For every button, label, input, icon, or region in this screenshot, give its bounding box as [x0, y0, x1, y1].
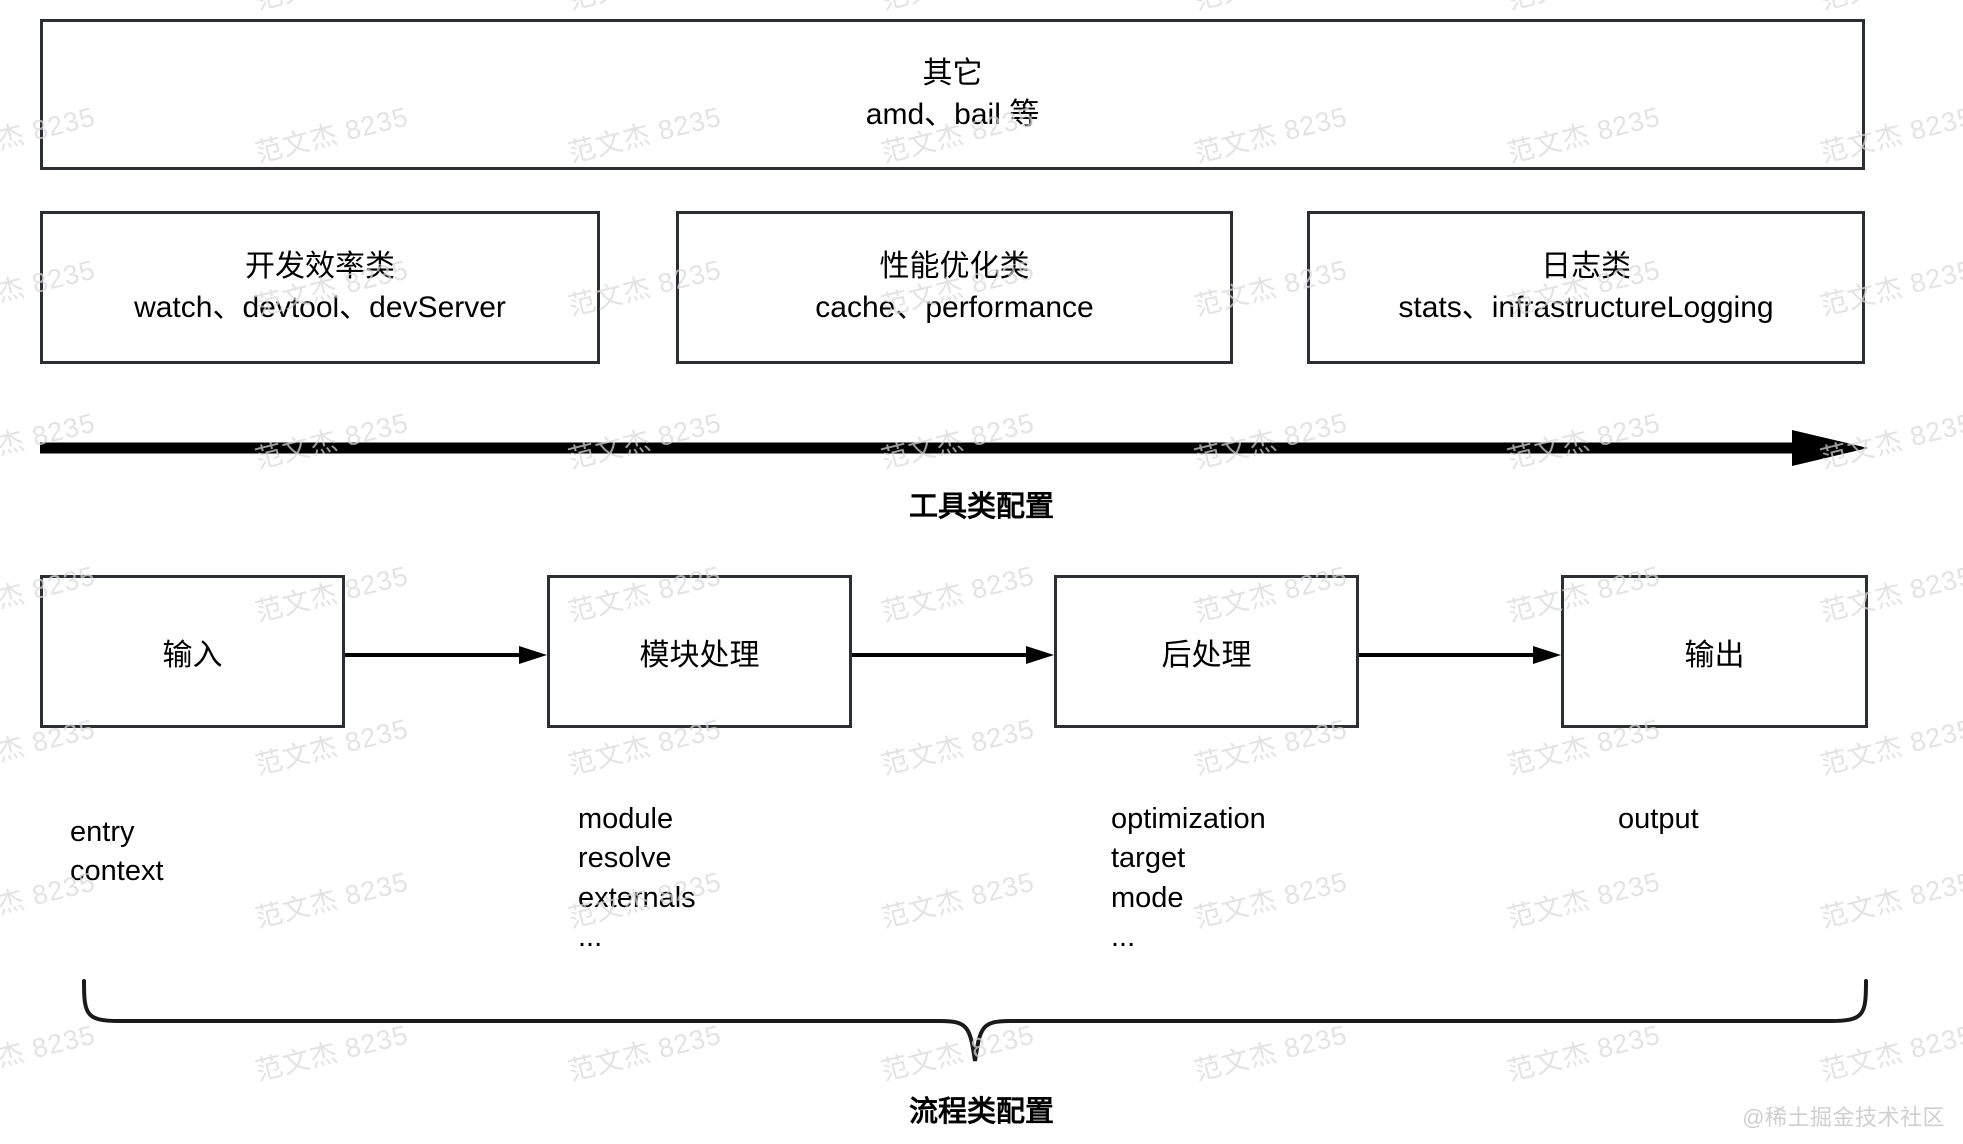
tool-arrow-label: 工具类配置 — [908, 491, 1054, 523]
category-items: stats、infrastructureLogging — [1398, 290, 1774, 324]
option-list-module-processing: module resolve externals ... — [578, 800, 696, 958]
watermark-tile: 范文杰 8235 — [877, 0, 1038, 17]
category-box-other: 其它 amd、bail 等 — [40, 19, 1865, 170]
flow-connector-arrow-icon — [345, 646, 547, 664]
option-item: mode — [1111, 881, 1184, 914]
category-box-logging: 日志类 stats、infrastructureLogging — [1307, 211, 1865, 364]
option-list-post-processing: optimization target mode ... — [1111, 800, 1266, 958]
flow-brace-label: 流程类配置 — [908, 1096, 1054, 1128]
watermark-tile: 范文杰 8235 — [1190, 0, 1351, 17]
option-item: target — [1111, 842, 1186, 875]
category-items: amd、bail 等 — [865, 97, 1040, 131]
watermark-tile: 范文杰 8235 — [1503, 0, 1664, 17]
watermark-tile: 范文杰 8235 — [1816, 0, 1963, 17]
flow-stage-label: 输入 — [162, 638, 223, 672]
category-box-dev-efficiency: 开发效率类 watch、devtool、devServer — [40, 211, 600, 364]
option-item: module — [578, 803, 674, 835]
option-item: optimization — [1111, 803, 1266, 835]
watermark-tile: 范文杰 8235 — [1817, 866, 1963, 934]
curly-brace-icon — [82, 979, 1868, 1062]
option-item: context — [70, 855, 164, 888]
option-list-input: entry context — [70, 813, 164, 892]
corner-watermark: @稀土掘金技术社区 — [1742, 1105, 1945, 1130]
watermark-tile: 范文杰 8235 — [564, 0, 725, 17]
category-heading: 日志类 — [1541, 250, 1631, 284]
watermark-tile: 范文杰 8235 — [0, 0, 99, 17]
flow-connector-arrow-icon — [852, 646, 1054, 664]
option-item-ellipsis: ... — [578, 921, 603, 954]
flow-stage-post-processing: 后处理 — [1054, 575, 1359, 728]
option-list-output: output — [1618, 800, 1699, 839]
category-heading: 性能优化类 — [879, 250, 1030, 284]
flow-stage-label: 后处理 — [1161, 638, 1252, 672]
flow-stage-input: 输入 — [40, 575, 345, 728]
option-item: resolve — [578, 842, 672, 875]
flow-stage-output: 输出 — [1561, 575, 1868, 728]
watermark-tile: 范文杰 8235 — [878, 560, 1038, 628]
watermark-tile: 范文杰 8235 — [878, 866, 1038, 934]
option-item-ellipsis: ... — [1111, 921, 1136, 954]
flow-stage-label: 模块处理 — [639, 638, 760, 672]
watermark-tile: 范文杰 8235 — [251, 0, 412, 17]
category-box-performance: 性能优化类 cache、performance — [676, 211, 1233, 364]
category-heading: 开发效率类 — [245, 250, 395, 284]
category-items: cache、performance — [815, 290, 1094, 324]
watermark-tile: 范文杰 8235 — [252, 866, 412, 934]
tool-arrow-right-icon — [40, 430, 1868, 466]
option-item: entry — [70, 816, 135, 848]
flow-stage-module-processing: 模块处理 — [547, 575, 852, 728]
watermark-tile: 范文杰 8235 — [878, 713, 1038, 781]
option-item: output — [1618, 803, 1699, 835]
category-items: watch、devtool、devServer — [134, 290, 506, 324]
option-item: externals — [578, 881, 696, 914]
category-heading: 其它 — [922, 57, 983, 91]
flow-connector-arrow-icon — [1359, 646, 1561, 664]
flow-stage-label: 输出 — [1684, 638, 1745, 672]
watermark-tile: 范文杰 8235 — [1504, 866, 1664, 934]
